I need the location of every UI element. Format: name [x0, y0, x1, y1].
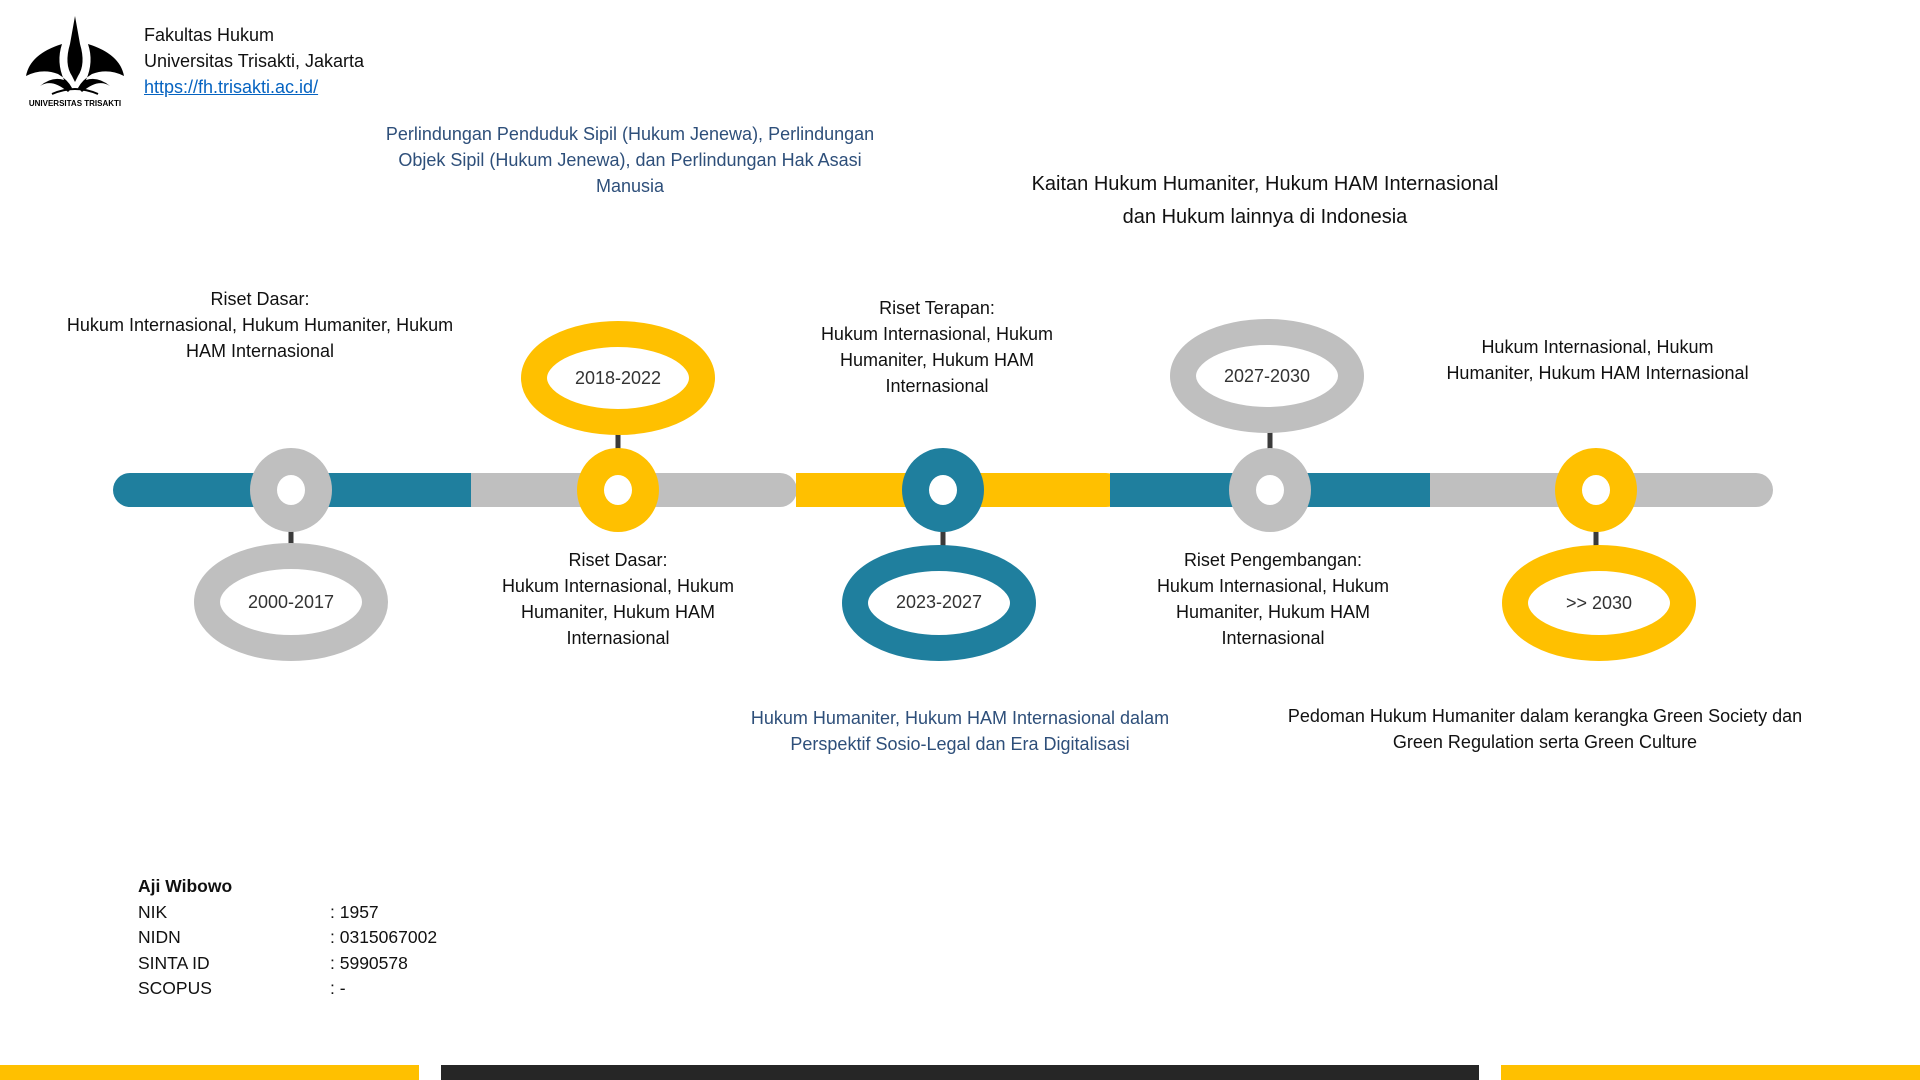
field-key: NIDN: [138, 927, 181, 947]
desc-line: Internasional: [885, 376, 989, 396]
topic-line: Green Regulation serta Green Culture: [1392, 732, 1698, 752]
milestone-description: Riset Dasar: Hukum Internasional, Hukum …: [40, 286, 480, 364]
info-row: NIDN : 0315067002: [138, 925, 437, 951]
desc-line: Humaniter, Hukum HAM: [1175, 602, 1371, 622]
faculty-name: Fakultas Hukum: [144, 25, 275, 45]
desc-line: Humaniter, Hukum HAM: [520, 602, 716, 622]
desc-line: Hukum Internasional, Hukum: [820, 324, 1054, 344]
period-label: 2023-2027: [895, 592, 983, 612]
desc-line: Riset Dasar:: [210, 289, 310, 309]
desc-line: HAM Internasional: [185, 341, 335, 361]
period-label: 2027-2030: [1223, 366, 1311, 386]
field-value: : -: [330, 978, 346, 998]
topic-line: Pedoman Hukum Humaniter dalam kerangka G…: [1287, 706, 1803, 726]
desc-line: Riset Terapan:: [879, 298, 995, 318]
field-key: SCOPUS: [138, 978, 212, 998]
svg-text:UNIVERSITAS TRISAKTI: UNIVERSITAS TRISAKTI: [29, 99, 121, 108]
title-line: Kaitan Hukum Humaniter, Hukum HAM Intern…: [1031, 173, 1499, 195]
title-line: dan Hukum lainnya di Indonesia: [1122, 206, 1408, 228]
topic-line: Objek Sipil (Hukum Jenewa), dan Perlindu…: [398, 150, 862, 170]
researcher-info: Aji Wibowo NIK : 1957 NIDN : 0315067002 SI…: [138, 874, 437, 1002]
desc-line: Riset Pengembangan:: [1183, 550, 1363, 570]
researcher-name: Aji Wibowo: [138, 876, 233, 896]
research-topic: Perlindungan Penduduk Sipil (Hukum Jenew…: [340, 121, 920, 199]
desc-line: Internasional: [566, 628, 670, 648]
footer-bar-center: [441, 1065, 1479, 1080]
milestone-description: Riset Dasar: Hukum Internasional, Hukum …: [458, 547, 778, 651]
milestone-description: Riset Pengembangan: Hukum Internasional,…: [1113, 547, 1433, 651]
research-topic: Hukum Humaniter, Hukum HAM Internasional…: [680, 705, 1240, 757]
info-row: SINTA ID : 5990578: [138, 951, 437, 977]
field-value: : 1957: [330, 901, 379, 922]
topic-line: Hukum Humaniter, Hukum HAM Internasional…: [750, 708, 1170, 728]
university-name: Universitas Trisakti, Jakarta: [144, 51, 365, 71]
universitas-trisakti-logo: UNIVERSITAS TRISAKTI: [26, 16, 124, 108]
field-value: : 0315067002: [330, 927, 438, 947]
field-key: NIK: [138, 901, 168, 922]
desc-line: Humaniter, Hukum HAM Internasional: [1446, 363, 1749, 383]
milestone-description: Hukum Internasional, Hukum Humaniter, Hu…: [1410, 334, 1785, 386]
desc-line: Hukum Internasional, Hukum: [501, 576, 735, 596]
desc-line: Hukum Internasional, Hukum Humaniter, Hu…: [66, 315, 454, 335]
period-label: 2018-2022: [574, 368, 662, 388]
faculty-header: Fakultas Hukum Universitas Trisakti, Jak…: [144, 22, 364, 100]
desc-line: Internasional: [1221, 628, 1325, 648]
info-row: NIK : 1957: [138, 900, 437, 926]
footer-bar-left: [0, 1065, 419, 1080]
desc-line: Riset Dasar:: [568, 550, 668, 570]
desc-line: Humaniter, Hukum HAM: [839, 350, 1035, 370]
period-label: >> 2030: [1565, 593, 1633, 613]
field-value: : 5990578: [330, 952, 408, 973]
desc-line: Hukum Internasional, Hukum: [1156, 576, 1390, 596]
period-label: 2000-2017: [247, 592, 335, 612]
timeline-nodes: [250, 448, 1637, 532]
info-row: SCOPUS : -: [138, 976, 437, 1002]
period-ovals: [194, 319, 1696, 661]
faculty-website-link[interactable]: https://fh.trisakti.ac.id/: [144, 77, 319, 97]
desc-line: Hukum Internasional, Hukum: [1481, 337, 1714, 357]
footer-bar-right: [1501, 1065, 1920, 1080]
field-key: SINTA ID: [138, 952, 210, 973]
page-title: Kaitan Hukum Humaniter, Hukum HAM Intern…: [960, 168, 1570, 234]
topic-line: Perspektif Sosio-Legal dan Era Digitalis…: [790, 734, 1130, 754]
milestone-description: Riset Terapan: Hukum Internasional, Huku…: [777, 295, 1097, 399]
topic-line: Manusia: [595, 176, 665, 196]
topic-line: Perlindungan Penduduk Sipil (Hukum Jenew…: [385, 124, 875, 144]
research-topic: Pedoman Hukum Humaniter dalam kerangka G…: [1240, 703, 1850, 755]
